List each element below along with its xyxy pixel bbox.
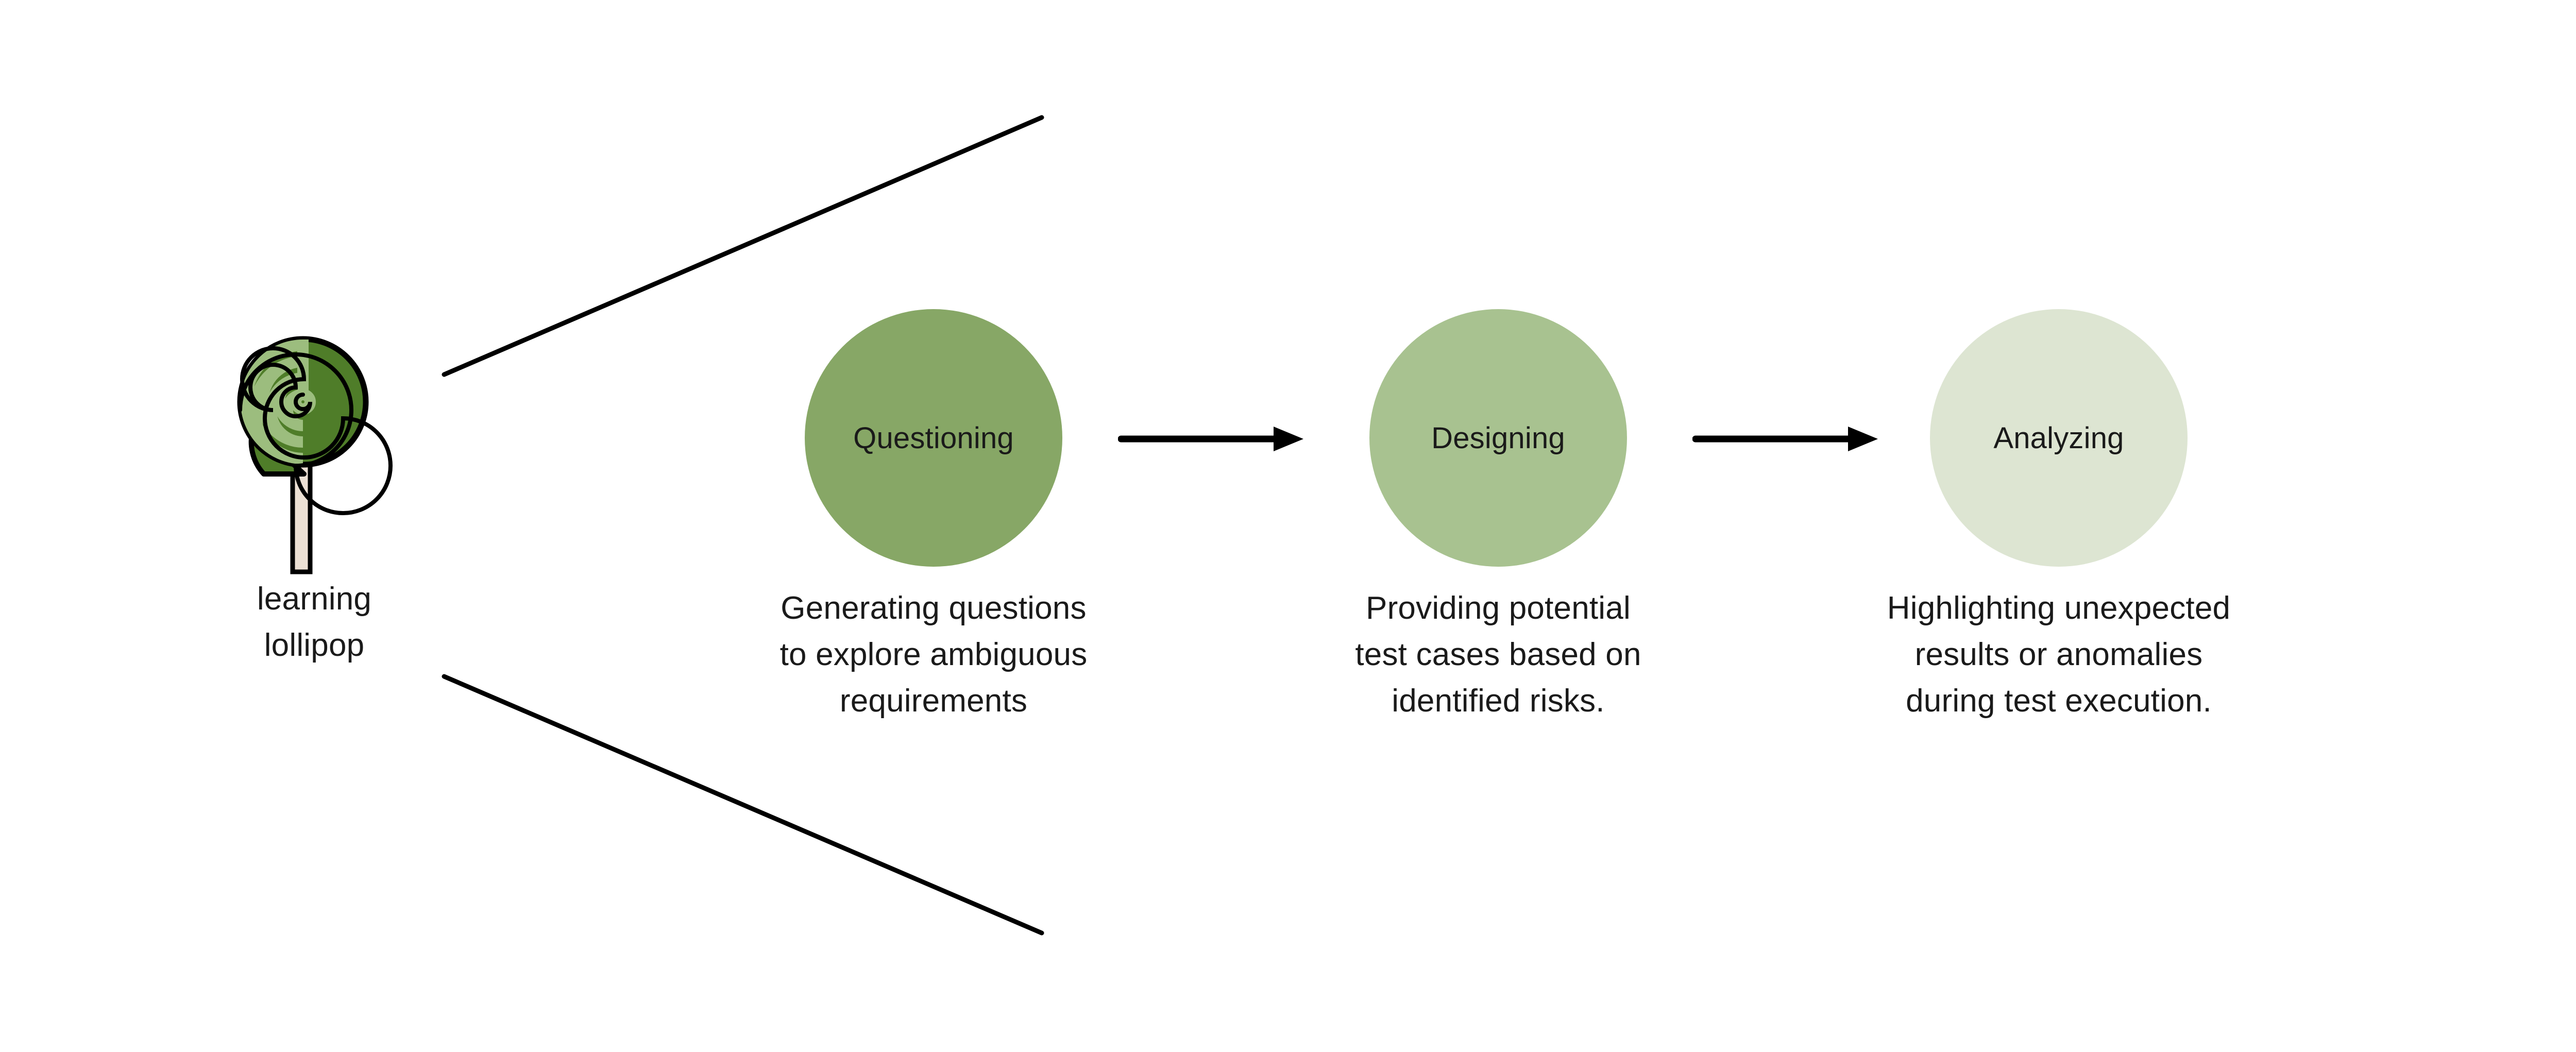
stage-caption-analyzing: Highlighting unexpected results or anoma… bbox=[1863, 585, 2255, 724]
stage-caption-designing: Providing potential test cases based on … bbox=[1313, 585, 1684, 724]
lollipop-icon bbox=[237, 336, 393, 574]
stage-circle-questioning[interactable]: Questioning bbox=[805, 309, 1062, 567]
stage-circle-designing[interactable]: Designing bbox=[1369, 309, 1627, 567]
stage-caption-line: Generating questions bbox=[781, 590, 1087, 626]
stage-caption-line: identified risks. bbox=[1392, 683, 1605, 719]
stage-caption-line: during test execution. bbox=[1906, 683, 2212, 719]
lollipop-candy bbox=[237, 336, 393, 515]
stage-caption-line: requirements bbox=[839, 683, 1028, 719]
flow-stage-designing[interactable]: Designing Providing potential test cases… bbox=[1313, 309, 1684, 724]
stage-circle-analyzing[interactable]: Analyzing bbox=[1930, 309, 2188, 567]
flow-stage-questioning[interactable]: Questioning Generating questions to expl… bbox=[748, 309, 1119, 724]
flow-stage-analyzing[interactable]: Analyzing Highlighting unexpected result… bbox=[1873, 309, 2244, 724]
stage-caption-line: Providing potential bbox=[1366, 590, 1631, 626]
arrow-designing-to-analyzing bbox=[1692, 423, 1883, 454]
stage-caption-line: Highlighting unexpected bbox=[1887, 590, 2231, 626]
stage-caption-line: to explore ambiguous bbox=[779, 637, 1088, 672]
lollipop-caption-line: learning bbox=[257, 581, 372, 617]
arrow-head bbox=[1848, 427, 1878, 451]
stage-caption-line: results or anomalies bbox=[1914, 637, 2203, 672]
arrow-head bbox=[1274, 427, 1303, 451]
stage-caption-questioning: Generating questions to explore ambiguou… bbox=[748, 585, 1119, 724]
stage-caption-line: test cases based on bbox=[1355, 637, 1641, 672]
stage-label-designing: Designing bbox=[1431, 421, 1565, 455]
lollipop-caption-line: lollipop bbox=[264, 627, 365, 663]
stage-label-questioning: Questioning bbox=[853, 421, 1014, 455]
arrow-questioning-to-designing bbox=[1118, 423, 1309, 454]
lollipop-caption: learning lollipop bbox=[170, 576, 459, 669]
stage-label-analyzing: Analyzing bbox=[1993, 421, 2124, 455]
lollipop-illustration bbox=[222, 319, 397, 577]
